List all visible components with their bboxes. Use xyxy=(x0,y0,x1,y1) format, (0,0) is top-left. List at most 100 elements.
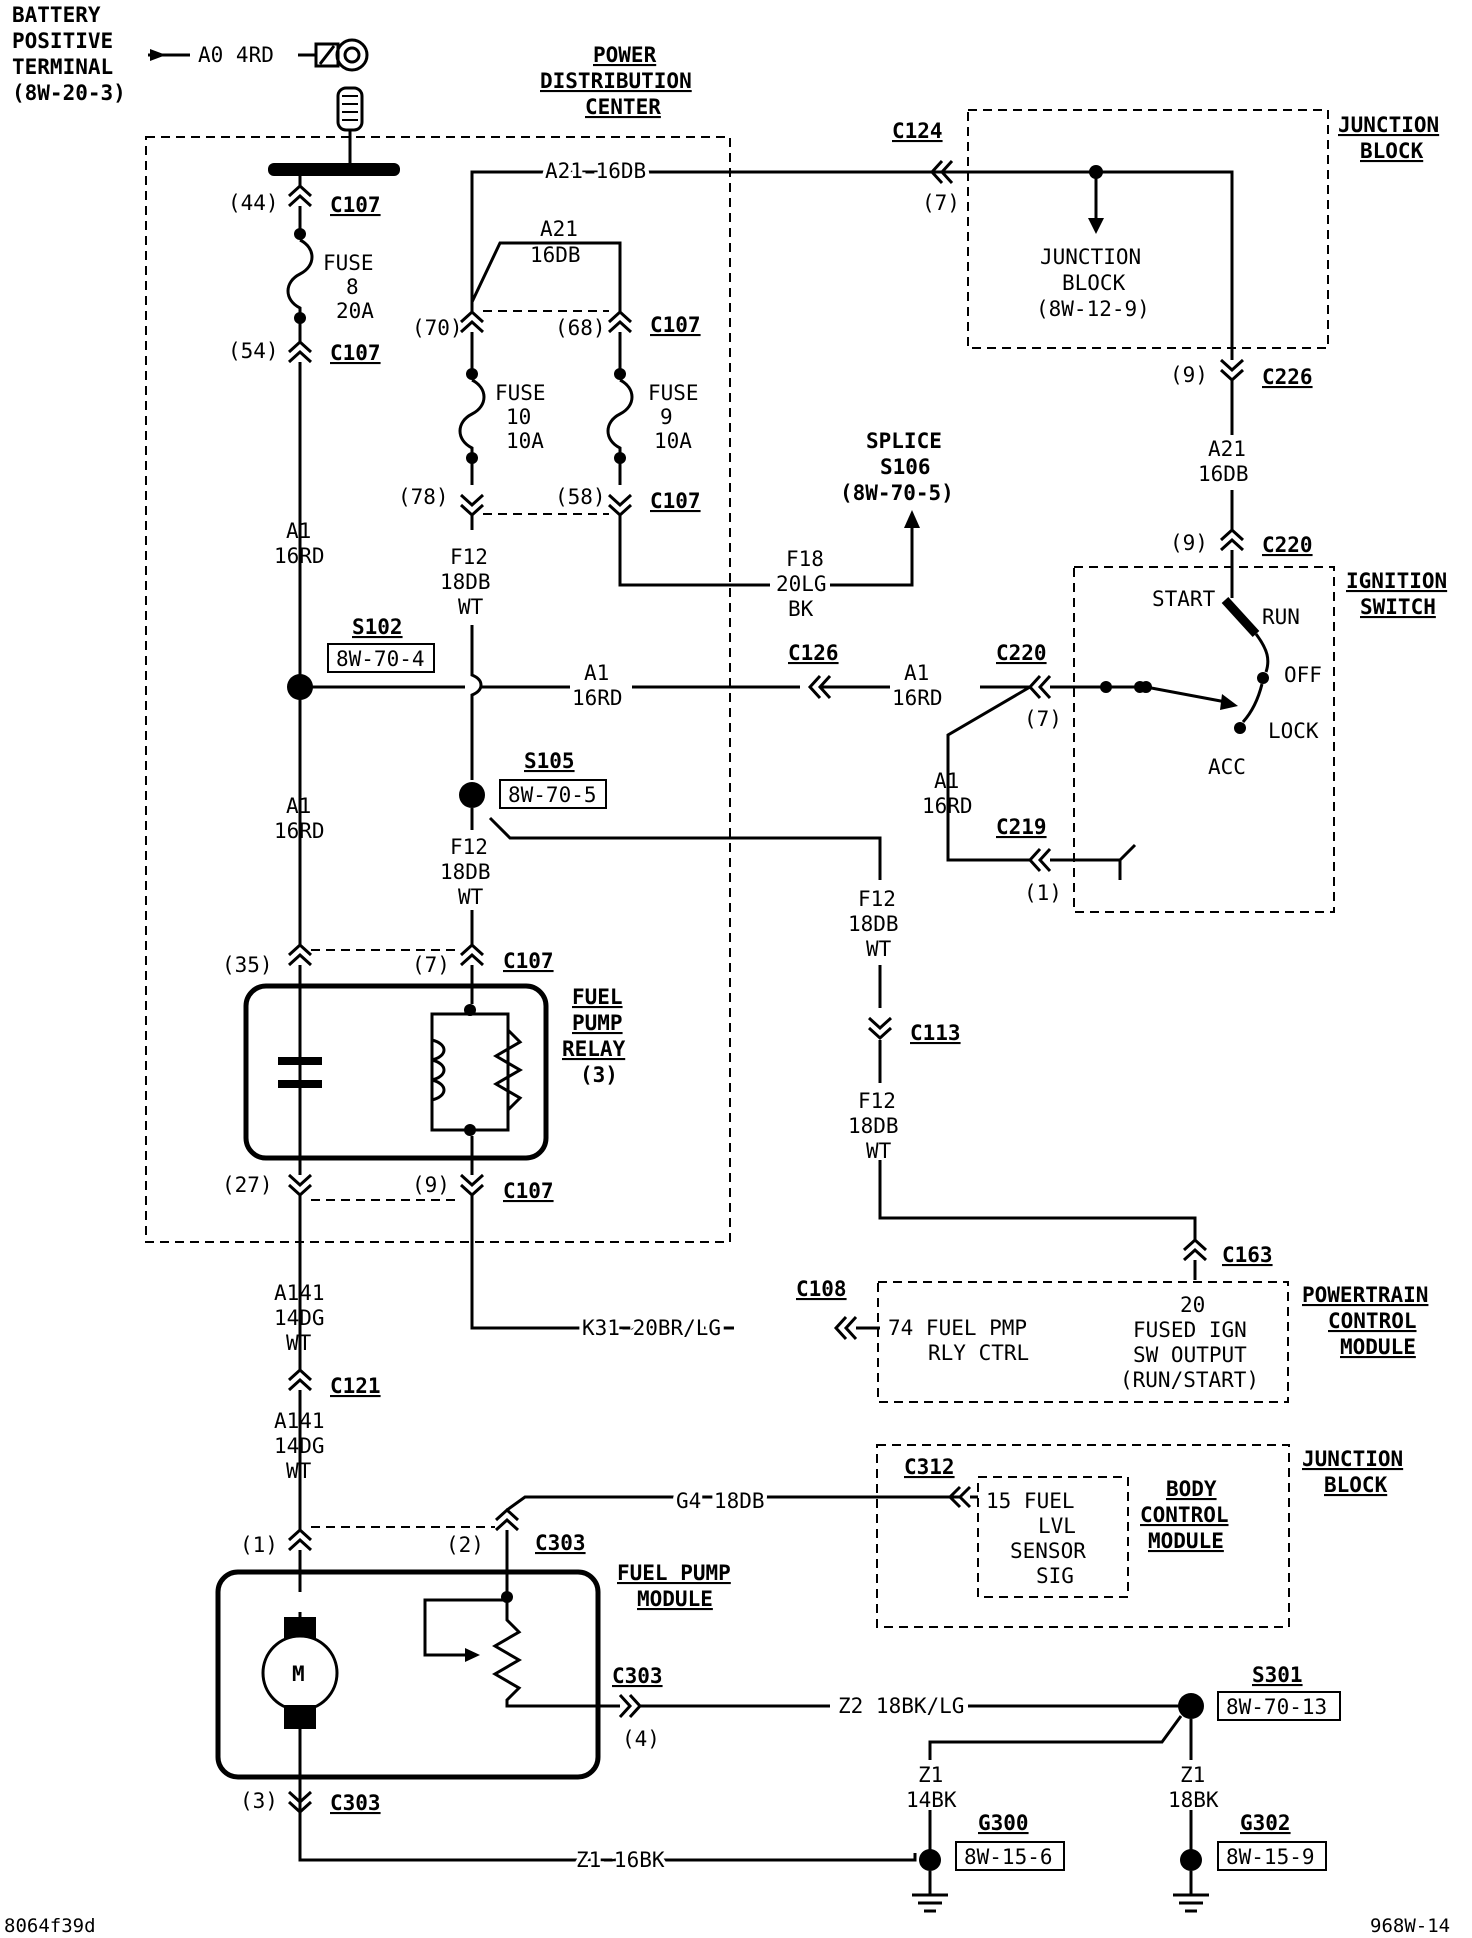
svg-text:C107: C107 xyxy=(650,313,701,337)
svg-text:POSITIVE: POSITIVE xyxy=(12,29,113,53)
splice-s105-ref: 8W-70-5 xyxy=(508,783,597,807)
svg-text:PUMP: PUMP xyxy=(572,1011,623,1035)
c107-pin70: (70) xyxy=(412,309,485,340)
svg-text:F12: F12 xyxy=(450,835,488,859)
svg-text:(1): (1) xyxy=(1024,881,1062,905)
pdc-busbar xyxy=(268,163,400,176)
svg-text:C163: C163 xyxy=(1222,1243,1273,1267)
pcm-pin20: 20 FUSED IGN SW OUTPUT (RUN/START) xyxy=(1120,1293,1259,1392)
svg-text:(54): (54) xyxy=(228,339,279,363)
c303-pin2: (2) C303 xyxy=(446,1507,586,1557)
svg-text:9: 9 xyxy=(660,405,673,429)
splice-s106-arrow xyxy=(904,510,920,528)
c220-mid-connector: C220 (7) xyxy=(996,641,1106,731)
junction-block-arrow-head xyxy=(1088,218,1104,234)
wire-z1-to-g300 xyxy=(928,1715,1183,1853)
svg-text:C220: C220 xyxy=(996,641,1047,665)
wire-a21-right-label: A21 16DB xyxy=(1198,437,1249,486)
svg-text:14BK: 14BK xyxy=(906,1788,957,1812)
fuel-pump-relay-box xyxy=(243,983,549,1161)
splice-s105-ref-box xyxy=(499,779,607,809)
c303-pin1: (1) xyxy=(240,1527,313,1557)
svg-text:(9): (9) xyxy=(1170,531,1208,555)
ignition-switch-title: IGNITION SWITCH xyxy=(1346,569,1447,619)
svg-text:BK: BK xyxy=(788,597,814,621)
fuse8-terminal-bottom xyxy=(294,312,306,324)
svg-text:S106: S106 xyxy=(880,455,931,479)
ground-g300-name: G300 xyxy=(978,1811,1029,1835)
c107-pin44: (44) C107 xyxy=(228,183,381,217)
svg-text:C303: C303 xyxy=(330,1791,381,1815)
svg-text:Z1: Z1 xyxy=(918,1763,943,1787)
svg-text:RLY CTRL: RLY CTRL xyxy=(928,1341,1029,1365)
svg-text:MODULE: MODULE xyxy=(637,1587,713,1611)
ground-g300-icon xyxy=(912,1871,948,1913)
power-distribution-center-box xyxy=(145,136,731,1243)
svg-text:A1: A1 xyxy=(904,661,929,685)
svg-text:IGNITION: IGNITION xyxy=(1346,569,1447,593)
fuse10-terminal-top xyxy=(466,368,478,380)
c107-pin78: (78) xyxy=(398,485,485,518)
svg-text:JUNCTION: JUNCTION xyxy=(1040,245,1141,269)
c126-connector: C126 xyxy=(788,641,839,700)
svg-text:FUSE: FUSE xyxy=(323,251,374,275)
fuel-pump-module-box xyxy=(215,1569,601,1780)
c108-connector: C108 xyxy=(796,1277,880,1341)
svg-text:SENSOR: SENSOR xyxy=(1010,1539,1086,1563)
wire-a1-right-label: A1 16RD xyxy=(892,661,943,710)
svg-text:WT: WT xyxy=(458,885,484,909)
svg-text:MODULE: MODULE xyxy=(1148,1529,1224,1553)
ground-g300-ref: 8W-15-6 xyxy=(964,1845,1053,1869)
svg-text:16DB: 16DB xyxy=(1198,462,1249,486)
svg-text:18DB: 18DB xyxy=(848,912,899,936)
svg-text:FUSED IGN: FUSED IGN xyxy=(1133,1318,1247,1342)
ignition-acc: ACC xyxy=(1208,755,1246,779)
c113-connector: C113 xyxy=(867,1016,961,1045)
splice-s106-label: SPLICE S106 (8W-70-5) xyxy=(840,429,954,505)
svg-text:18DB: 18DB xyxy=(848,1114,899,1138)
svg-text:8: 8 xyxy=(346,275,359,299)
ignition-switch-box xyxy=(1073,566,1335,913)
wire-g4 xyxy=(505,1495,960,1560)
fuel-pump-motor: M xyxy=(261,1617,339,1729)
wire-g4-label: G4 18DB xyxy=(676,1489,765,1513)
battery-positive-terminal-label: BATTERY POSITIVE TERMINAL (8W-20-3) xyxy=(12,3,126,105)
svg-text:WT: WT xyxy=(866,1139,892,1163)
svg-text:(70): (70) xyxy=(412,316,463,340)
relay-coil-symbol xyxy=(430,1004,523,1136)
wire-k31-label: K31 20BR/LG xyxy=(582,1316,721,1340)
svg-text:WT: WT xyxy=(458,595,484,619)
svg-text:POWERTRAIN: POWERTRAIN xyxy=(1302,1283,1428,1307)
wire-a21-top-label: A21 16DB xyxy=(545,159,646,183)
svg-text:C113: C113 xyxy=(910,1021,961,1045)
svg-text:WT: WT xyxy=(286,1331,312,1355)
svg-text:10A: 10A xyxy=(506,429,544,453)
wire-a21-jumper-label: A21 16DB xyxy=(530,217,581,267)
fuel-pump-module-title: FUEL PUMP MODULE xyxy=(617,1561,731,1611)
c107-pin54: (54) C107 xyxy=(228,339,381,365)
ground-g300-ref-box xyxy=(955,1841,1065,1871)
ignition-run: RUN xyxy=(1262,605,1300,629)
ignition-start: START xyxy=(1152,587,1216,611)
wire-a1-down xyxy=(946,685,1031,862)
splice-s102-ref: 8W-70-4 xyxy=(336,647,425,671)
svg-text:C226: C226 xyxy=(1262,365,1313,389)
svg-text:A21: A21 xyxy=(540,217,578,241)
svg-text:16DB: 16DB xyxy=(530,243,581,267)
svg-text:(68): (68) xyxy=(555,316,606,340)
svg-text:WT: WT xyxy=(866,937,892,961)
wire-f12-b-label: F12 18DB WT xyxy=(440,835,491,909)
svg-text:C303: C303 xyxy=(612,1664,663,1688)
splice-s105-dot xyxy=(459,782,485,808)
pcm-pin74: 74 FUEL PMP RLY CTRL xyxy=(888,1316,1029,1365)
wire-a21-jumper xyxy=(470,241,622,312)
wire-a1-down-label: A1 16RD xyxy=(922,769,973,818)
relay-contact-symbol xyxy=(278,1057,322,1088)
svg-text:C220: C220 xyxy=(1262,533,1313,557)
fuse9-terminal-bottom xyxy=(614,452,626,464)
ground-g302-ref: 8W-15-9 xyxy=(1226,1845,1315,1869)
svg-text:SWITCH: SWITCH xyxy=(1360,595,1436,619)
svg-text:F12: F12 xyxy=(858,887,896,911)
svg-text:JUNCTION: JUNCTION xyxy=(1302,1447,1403,1471)
footer-right-code: 968W-14 xyxy=(1370,1915,1450,1937)
